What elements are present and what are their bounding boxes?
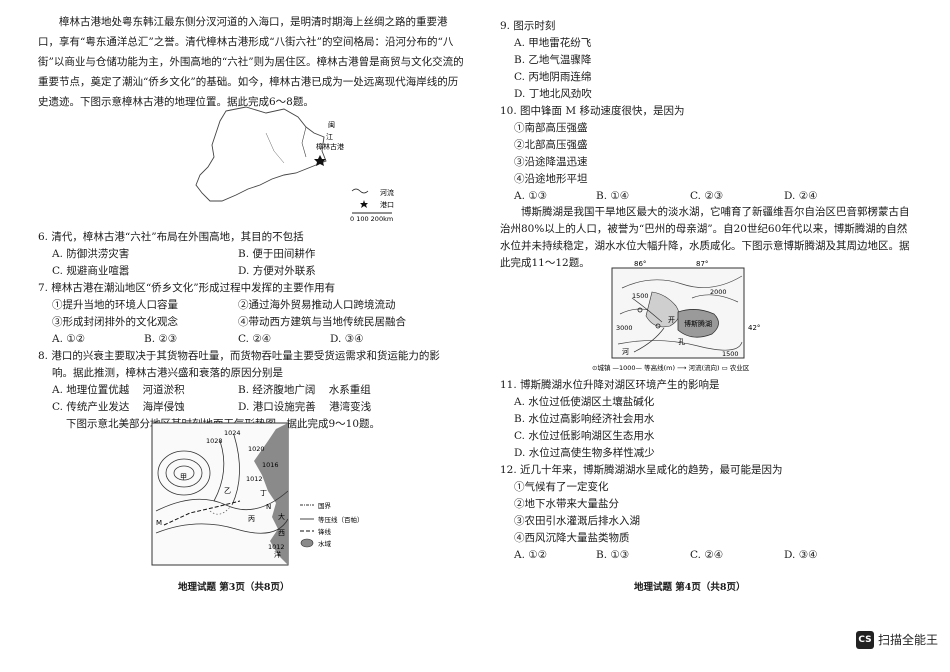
legend-front: 锋线 xyxy=(318,527,332,536)
q11-stem: 11. 博斯腾湖水位升降对湖区环境产生的影响是 xyxy=(500,379,720,391)
q6-stem: 6. 清代，樟林古港“六社”布局在外围高地，其目的不包括 xyxy=(38,231,304,243)
q12-option-a: A. ①② xyxy=(514,549,548,561)
q8-option-c: C. 传统产业发达 海岸侵蚀 xyxy=(52,401,185,413)
map3-contour-2000: 2000 xyxy=(710,288,727,296)
footer-page-4: 地理试题 第4页（共8页） xyxy=(634,582,746,593)
map-bosten-lake: 86° 87° 42° 1500 2000 1500 3000 博斯腾湖 河 开… xyxy=(592,258,782,376)
isobar-1012b: 1012 xyxy=(268,543,285,551)
q8-option-a: A. 地理位置优越 河道淤积 xyxy=(52,384,185,396)
q11-option-d: D. 水位过高使生物多样性减少 xyxy=(514,447,655,459)
label-ding: 丁 xyxy=(260,489,267,497)
q7-item-4: ④带动西方建筑与当地传统民居融合 xyxy=(238,316,406,328)
q11-option-b: B. 水位过高影响经济社会用水 xyxy=(514,413,655,425)
label-jia: 甲 xyxy=(180,473,187,481)
legend-isobar: 等压线（百帕） xyxy=(318,515,364,524)
q9-option-a: A. 甲地雷花纷飞 xyxy=(514,37,592,49)
label-yi: 乙 xyxy=(224,487,231,495)
q8-stem-line2: 响。据此推测，樟林古港兴盛和衰落的原因分别是 xyxy=(52,367,283,379)
q12-stem: 12. 近几十年来，博斯腾湖湖水呈咸化的趋势，最可能是因为 xyxy=(500,464,783,476)
q8-option-d: D. 港口设施完善 港湾变浅 xyxy=(238,401,372,413)
label-bing: 丙 xyxy=(248,515,255,523)
q10-option-c: C. ②③ xyxy=(690,190,724,202)
q12-item-3: ③农田引水灌溉后排水入湖 xyxy=(514,515,640,527)
map1-legend-river: 河流 xyxy=(380,188,394,197)
q7-item-3: ③形成封闭排外的文化观念 xyxy=(52,316,178,328)
q6-option-c: C. 规避商业喧嚣 xyxy=(52,265,130,277)
camscanner-logo-icon: CS xyxy=(856,631,874,649)
map1-legend-port: 港口 xyxy=(380,200,394,209)
ocean-2: 西 xyxy=(278,529,285,537)
map3-lake-name: 博斯腾湖 xyxy=(684,319,712,328)
q10-option-d: D. ②④ xyxy=(784,190,818,202)
map3-legend: ⊙城镇 —1000— 等高线(m) ⟶ 河流(流向) ▭ 农业区 xyxy=(592,363,750,372)
q12-item-1: ①气候有了一定变化 xyxy=(514,481,609,493)
map1-scale: 0 100 200km xyxy=(350,215,393,223)
passage-zhanglin: 樟林古港地处粤东韩江最东侧分汊河道的入海口，是明清时期海上丝绸之路的重要港口，享… xyxy=(38,16,464,108)
q6-option-b: B. 便于田间耕作 xyxy=(238,248,316,260)
q10-option-a: A. ①③ xyxy=(514,190,548,202)
camscanner-watermark-text: 扫描全能王 xyxy=(878,633,939,647)
q11-option-a: A. 水位过低使湖区土壤盐碱化 xyxy=(514,396,655,408)
map1-label-port: 樟林古港 xyxy=(316,142,344,151)
q9-option-c: C. 丙地阴雨连绵 xyxy=(514,71,592,83)
legend-border: 国界 xyxy=(318,502,332,510)
isobar-1020: 1020 xyxy=(248,445,265,453)
ocean-3: 洋 xyxy=(274,550,281,559)
map-weather: 1028 1024 1020 1016 1012 1012 甲 乙 丙 丁 M … xyxy=(150,421,410,569)
q12-option-b: B. ①③ xyxy=(596,549,630,561)
q8-option-b: B. 经济腹地广阔 水系重组 xyxy=(238,384,371,396)
isobar-1016: 1016 xyxy=(262,461,279,469)
isobar-1028: 1028 xyxy=(206,437,223,445)
map3-lon-86: 86° xyxy=(634,260,646,268)
q7-option-a: A. ①② xyxy=(52,333,86,345)
q10-item-3: ③沿途降温迅速 xyxy=(514,156,588,168)
q7-stem: 7. 樟林古港在潮汕地区“侨乡文化”形成过程中发挥的主要作用有 xyxy=(38,282,336,294)
map3-river-kong: 孔 xyxy=(678,338,685,346)
q7-option-c: C. ②④ xyxy=(238,333,272,345)
isobar-1024: 1024 xyxy=(224,429,241,437)
map-guangdong: 闽 江 樟林古港 河流 港口 0 100 200km xyxy=(156,103,416,223)
q10-option-b: B. ①④ xyxy=(596,190,630,202)
q7-option-b: B. ②③ xyxy=(144,333,178,345)
map3-lon-87: 87° xyxy=(696,260,708,268)
q11-option-c: C. 水位过低影响湖区生态用水 xyxy=(514,430,655,442)
map1-label-min: 闽 xyxy=(328,121,335,129)
q6-option-d: D. 方便对外联系 xyxy=(238,265,316,277)
map3-contour-1500b: 1500 xyxy=(722,350,739,358)
q9-option-b: B. 乙地气温骤降 xyxy=(514,54,592,66)
q9-stem: 9. 图示时刻 xyxy=(500,20,556,32)
q7-option-d: D. ③④ xyxy=(330,333,364,345)
q12-item-2: ②地下水带来大量盐分 xyxy=(514,498,619,510)
map3-lat-42: 42° xyxy=(748,324,760,332)
q10-item-2: ②北部高压强盛 xyxy=(514,139,588,151)
map3-river-he: 河 xyxy=(622,348,629,356)
map3-contour-3000: 3000 xyxy=(616,324,633,332)
q12-option-d: D. ③④ xyxy=(784,549,818,561)
map1-label-jiang: 江 xyxy=(326,133,333,141)
legend-water: 水域 xyxy=(318,539,332,548)
ocean-1: 大 xyxy=(278,512,285,521)
footer-page-3: 地理试题 第3页（共8页） xyxy=(178,582,290,593)
q7-item-2: ②通过海外贸易推动人口跨境流动 xyxy=(238,299,396,311)
label-m: M xyxy=(156,519,162,527)
isobar-1012: 1012 xyxy=(246,475,263,483)
q10-item-1: ①南部高压强盛 xyxy=(514,122,588,134)
q7-item-1: ①提升当地的环境人口容量 xyxy=(52,299,178,311)
map3-river-kai: 开 xyxy=(668,316,675,324)
map3-contour-1500a: 1500 xyxy=(632,292,649,300)
q10-item-4: ④沿途地形平坦 xyxy=(514,173,588,185)
label-n: N xyxy=(266,503,271,511)
q6-option-a: A. 防御洪涝灾害 xyxy=(52,248,130,260)
q12-item-4: ④西风沉降大量盐类物质 xyxy=(514,532,630,544)
q8-stem-line1: 8. 港口的兴衰主要取决于其货物吞吐量，而货物吞吐量主要受货运需求和货运能力的影 xyxy=(38,350,440,362)
q9-option-d: D. 丁地北风劲吹 xyxy=(514,88,592,100)
q12-option-c: C. ②④ xyxy=(690,549,724,561)
passage-bosten: 博斯腾湖是我国干旱地区最大的淡水湖，它哺育了新疆维吾尔自治区巴音郭楞蒙古自治州8… xyxy=(500,206,910,269)
q10-stem: 10. 图中锋面 M 移动速度很快，是因为 xyxy=(500,105,685,117)
